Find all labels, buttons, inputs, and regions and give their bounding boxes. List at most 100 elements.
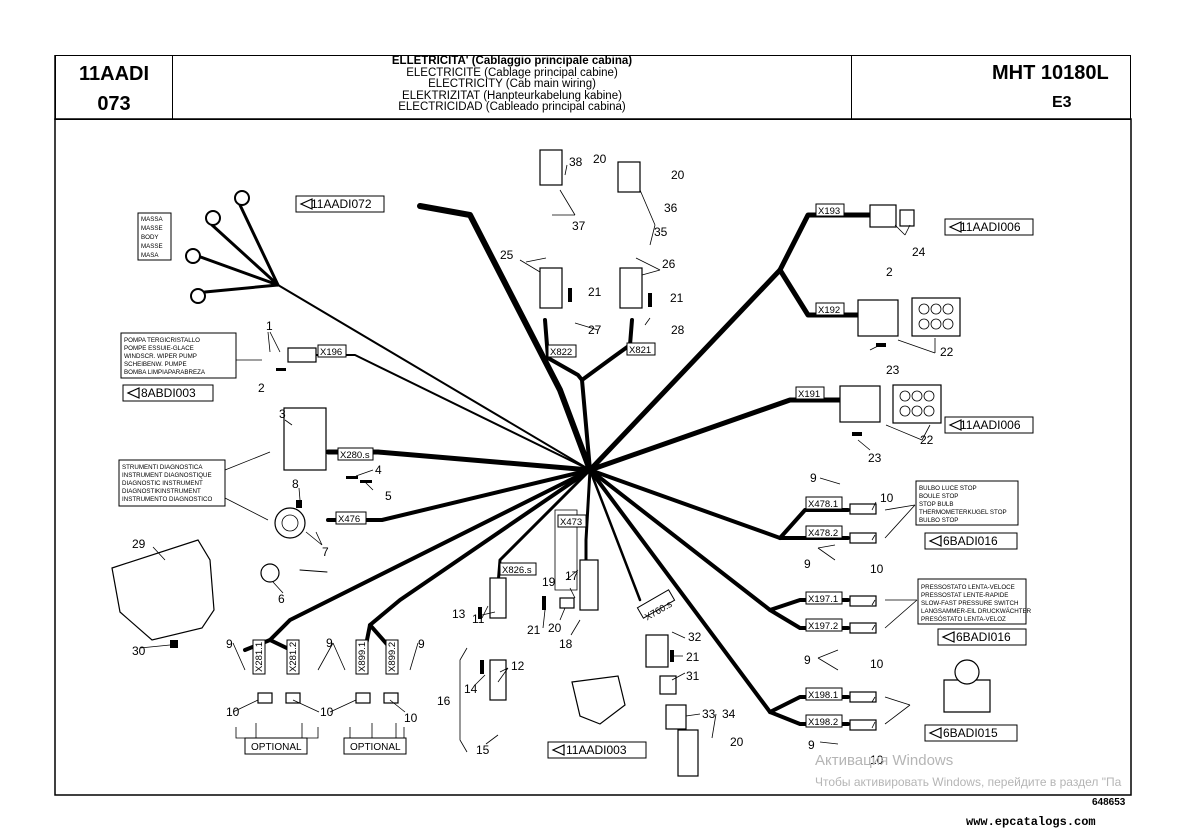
ref-6badi016-a: 6BADI016 <box>943 534 998 548</box>
callout-10-f: 10 <box>870 657 884 671</box>
note-pressure-es: PRESÓSTATO LENTA-VELOZ <box>921 616 1006 623</box>
optional-label-left: OPTIONAL <box>251 742 302 753</box>
callout-35: 35 <box>654 225 668 239</box>
activation-watermark-text: Чтобы активировать Windows, перейдите в … <box>815 775 1122 789</box>
ref-11aadi006-b: 11AADI006 <box>960 418 1021 432</box>
callout-37: 37 <box>572 219 586 233</box>
note-diag-de: DIAGNOSTIKINSTRUMENT <box>122 488 201 495</box>
conn-x198-1: X198.1 <box>808 690 838 701</box>
site-url: www.epcatalogs.com <box>966 815 1096 829</box>
callout-13: 13 <box>452 607 466 621</box>
conn-x193: X193 <box>818 206 840 217</box>
note-pressure-de: LANGSAMMER-EIL DRUCKWÄCHTER <box>921 608 1032 615</box>
callout-21-d: 21 <box>686 650 700 664</box>
note-pressure-it: PRESSOSTATO LENTA-VELOCE <box>921 584 1015 591</box>
ref-11aadi072: 11AADI072 <box>311 197 372 211</box>
callout-34: 34 <box>722 707 736 721</box>
callout-38: 38 <box>569 155 583 169</box>
callout-9-e: 9 <box>804 557 811 571</box>
conn-x197-2: X197.2 <box>808 621 838 632</box>
ref-11aadi006-a: 11AADI006 <box>960 220 1021 234</box>
title-de: ELEKTRIZITAT (Hanpteurkabelung kabine) <box>402 89 622 102</box>
callout-10-a: 10 <box>226 705 240 719</box>
callout-23-b: 23 <box>868 451 882 465</box>
conn-x196: X196 <box>320 347 342 358</box>
callout-31: 31 <box>686 669 700 683</box>
note-ground-fr: MASSE <box>141 225 163 232</box>
callout-4: 4 <box>375 463 382 477</box>
conn-x826: X826.s <box>502 565 532 576</box>
activation-watermark-title: Активация Windows <box>815 752 954 769</box>
note-pump-es: BOMBA LIMPIAPARABREZA <box>124 369 206 376</box>
callout-14: 14 <box>464 682 478 696</box>
note-pump-de: SCHEIBENW. PUMPE <box>124 361 187 368</box>
callout-20-d: 20 <box>730 735 744 749</box>
conn-x822: X822 <box>550 347 572 358</box>
ref-6badi015: 6BADI015 <box>943 726 998 740</box>
ref-6badi016-b: 6BADI016 <box>956 630 1011 644</box>
ref-8abdi003: 8ABDI003 <box>141 386 196 400</box>
note-ground-it: MASSA <box>141 216 164 223</box>
callout-23-a: 23 <box>886 363 900 377</box>
model-name: MHT 10180L <box>992 62 1109 84</box>
callout-8: 8 <box>292 477 299 491</box>
note-ground-es: MASA <box>141 252 159 259</box>
note-pump-en: WINDSCR. WIPER PUMP <box>124 353 197 360</box>
callout-26: 26 <box>662 257 676 271</box>
note-ground-de: MASSE <box>141 243 163 250</box>
conn-x192: X192 <box>818 305 840 316</box>
callout-2-b: 2 <box>886 265 893 279</box>
note-pump-it: POMPA TERGICRISTALLO <box>124 337 200 344</box>
conn-x478-1: X478.1 <box>808 499 838 510</box>
callout-20-b: 20 <box>671 168 685 182</box>
callout-16: 16 <box>437 694 451 708</box>
callout-32: 32 <box>688 630 702 644</box>
conn-x281-2: X281.2 <box>288 642 299 672</box>
conn-x473: X473 <box>560 517 582 528</box>
note-diag-it: STRUMENTI DIAGNOSTICA <box>122 464 203 471</box>
callout-22-b: 22 <box>920 433 934 447</box>
title-es: ELECTRICIDAD (Cableado principal cabina) <box>398 101 626 113</box>
callout-19: 19 <box>542 575 556 589</box>
callout-12: 12 <box>511 659 525 673</box>
callout-2: 2 <box>258 381 265 395</box>
sheet-code: 11AADI <box>78 63 150 85</box>
callout-6: 6 <box>278 592 285 606</box>
note-stop-it: BULBO LUCE STOP <box>919 485 977 492</box>
ref-11aadi003: 11AADI003 <box>566 743 627 757</box>
title-en: ELECTRICITY (Cab main wiring) <box>428 78 596 90</box>
callout-25: 25 <box>500 248 514 262</box>
note-stop-en: STOP BULB <box>919 501 954 508</box>
conn-x197-1: X197.1 <box>808 594 838 605</box>
callout-10-c: 10 <box>404 711 418 725</box>
note-ground-en: BODY <box>141 234 159 241</box>
callout-18: 18 <box>559 637 573 651</box>
conn-x478-2: X478.2 <box>808 528 838 539</box>
title-block: ELLETRICITA' (Cablaggio principale cabin… <box>173 55 851 114</box>
callout-29: 29 <box>132 537 146 551</box>
callout-9-g: 9 <box>808 738 815 752</box>
callout-10-b: 10 <box>320 705 334 719</box>
conn-x899-1: X899.1 <box>357 642 368 672</box>
callout-1: 1 <box>266 319 273 333</box>
callout-10-e: 10 <box>870 562 884 576</box>
callout-20-c: 20 <box>548 621 562 635</box>
title-it: ELLETRICITA' (Cablaggio principale cabin… <box>391 55 633 67</box>
note-stop-es: BULBO STOP <box>919 517 958 524</box>
callout-7: 7 <box>322 545 329 559</box>
callout-9-b: 9 <box>326 636 333 650</box>
callout-33: 33 <box>702 707 716 721</box>
callout-30: 30 <box>132 644 146 658</box>
callout-10-d: 10 <box>880 491 894 505</box>
callout-27: 27 <box>588 323 602 337</box>
conn-x191: X191 <box>798 389 820 400</box>
optional-label-right: OPTIONAL <box>350 742 401 753</box>
note-stop-de: THERMOMETERKUGEL STOP <box>919 509 1007 516</box>
callout-10-g: 10 <box>870 753 884 767</box>
conn-x280: X280.s <box>340 450 370 461</box>
note-pressure-fr: PRESSOSTAT LENTE-RAPIDE <box>921 592 1008 599</box>
note-diag-en: DIAGNOSTIC INSTRUMENT <box>122 480 203 487</box>
note-diag-fr: INSTRUMENT DIAGNOSTIQUE <box>122 472 212 479</box>
conn-x476: X476 <box>338 514 360 525</box>
